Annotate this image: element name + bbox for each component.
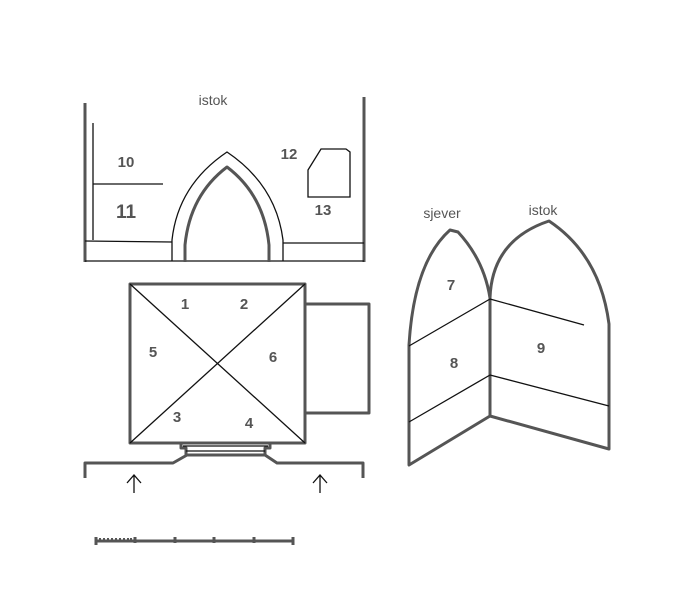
band-line bbox=[408, 374, 491, 423]
label-2: 2 bbox=[240, 296, 248, 313]
label-8: 8 bbox=[450, 355, 458, 372]
arrow-up-icon bbox=[312, 474, 328, 493]
east-wall bbox=[488, 219, 611, 451]
left-fence bbox=[83, 453, 188, 478]
label-9: 9 bbox=[537, 340, 545, 357]
label-6: 6 bbox=[269, 349, 277, 366]
direction-label-istok: istok bbox=[529, 202, 559, 218]
nave-square bbox=[128, 282, 307, 445]
floor-plan: 1 2 3 4 5 6 bbox=[83, 282, 371, 493]
band-line bbox=[489, 298, 585, 326]
entrance-step bbox=[179, 443, 272, 457]
diagonal-2 bbox=[129, 283, 306, 444]
label-1: 1 bbox=[181, 296, 189, 313]
arch-inner bbox=[183, 165, 271, 262]
label-12: 12 bbox=[281, 146, 298, 163]
wall-elevations: sjever istok 7 8 9 bbox=[407, 202, 611, 467]
window bbox=[307, 148, 351, 198]
arch-outer bbox=[171, 151, 284, 261]
east-elevation: istok 10 11 12 13 bbox=[83, 92, 366, 262]
label-7: 7 bbox=[447, 277, 455, 294]
arrow-up-icon bbox=[126, 474, 142, 493]
direction-label-istok: istok bbox=[199, 92, 229, 108]
apse-annex bbox=[305, 302, 371, 415]
left-ledge bbox=[84, 240, 173, 243]
direction-label-sjever: sjever bbox=[423, 205, 461, 221]
north-wall bbox=[407, 228, 492, 467]
label-4: 4 bbox=[245, 415, 254, 432]
band-line bbox=[489, 374, 610, 407]
label-3: 3 bbox=[173, 409, 181, 426]
band-line bbox=[408, 298, 491, 347]
scale-bar bbox=[94, 537, 295, 545]
right-fence bbox=[264, 453, 365, 478]
label-11: 11 bbox=[116, 202, 137, 223]
label-10: 10 bbox=[118, 154, 135, 171]
label-13: 13 bbox=[315, 202, 332, 219]
label-5: 5 bbox=[149, 344, 157, 361]
